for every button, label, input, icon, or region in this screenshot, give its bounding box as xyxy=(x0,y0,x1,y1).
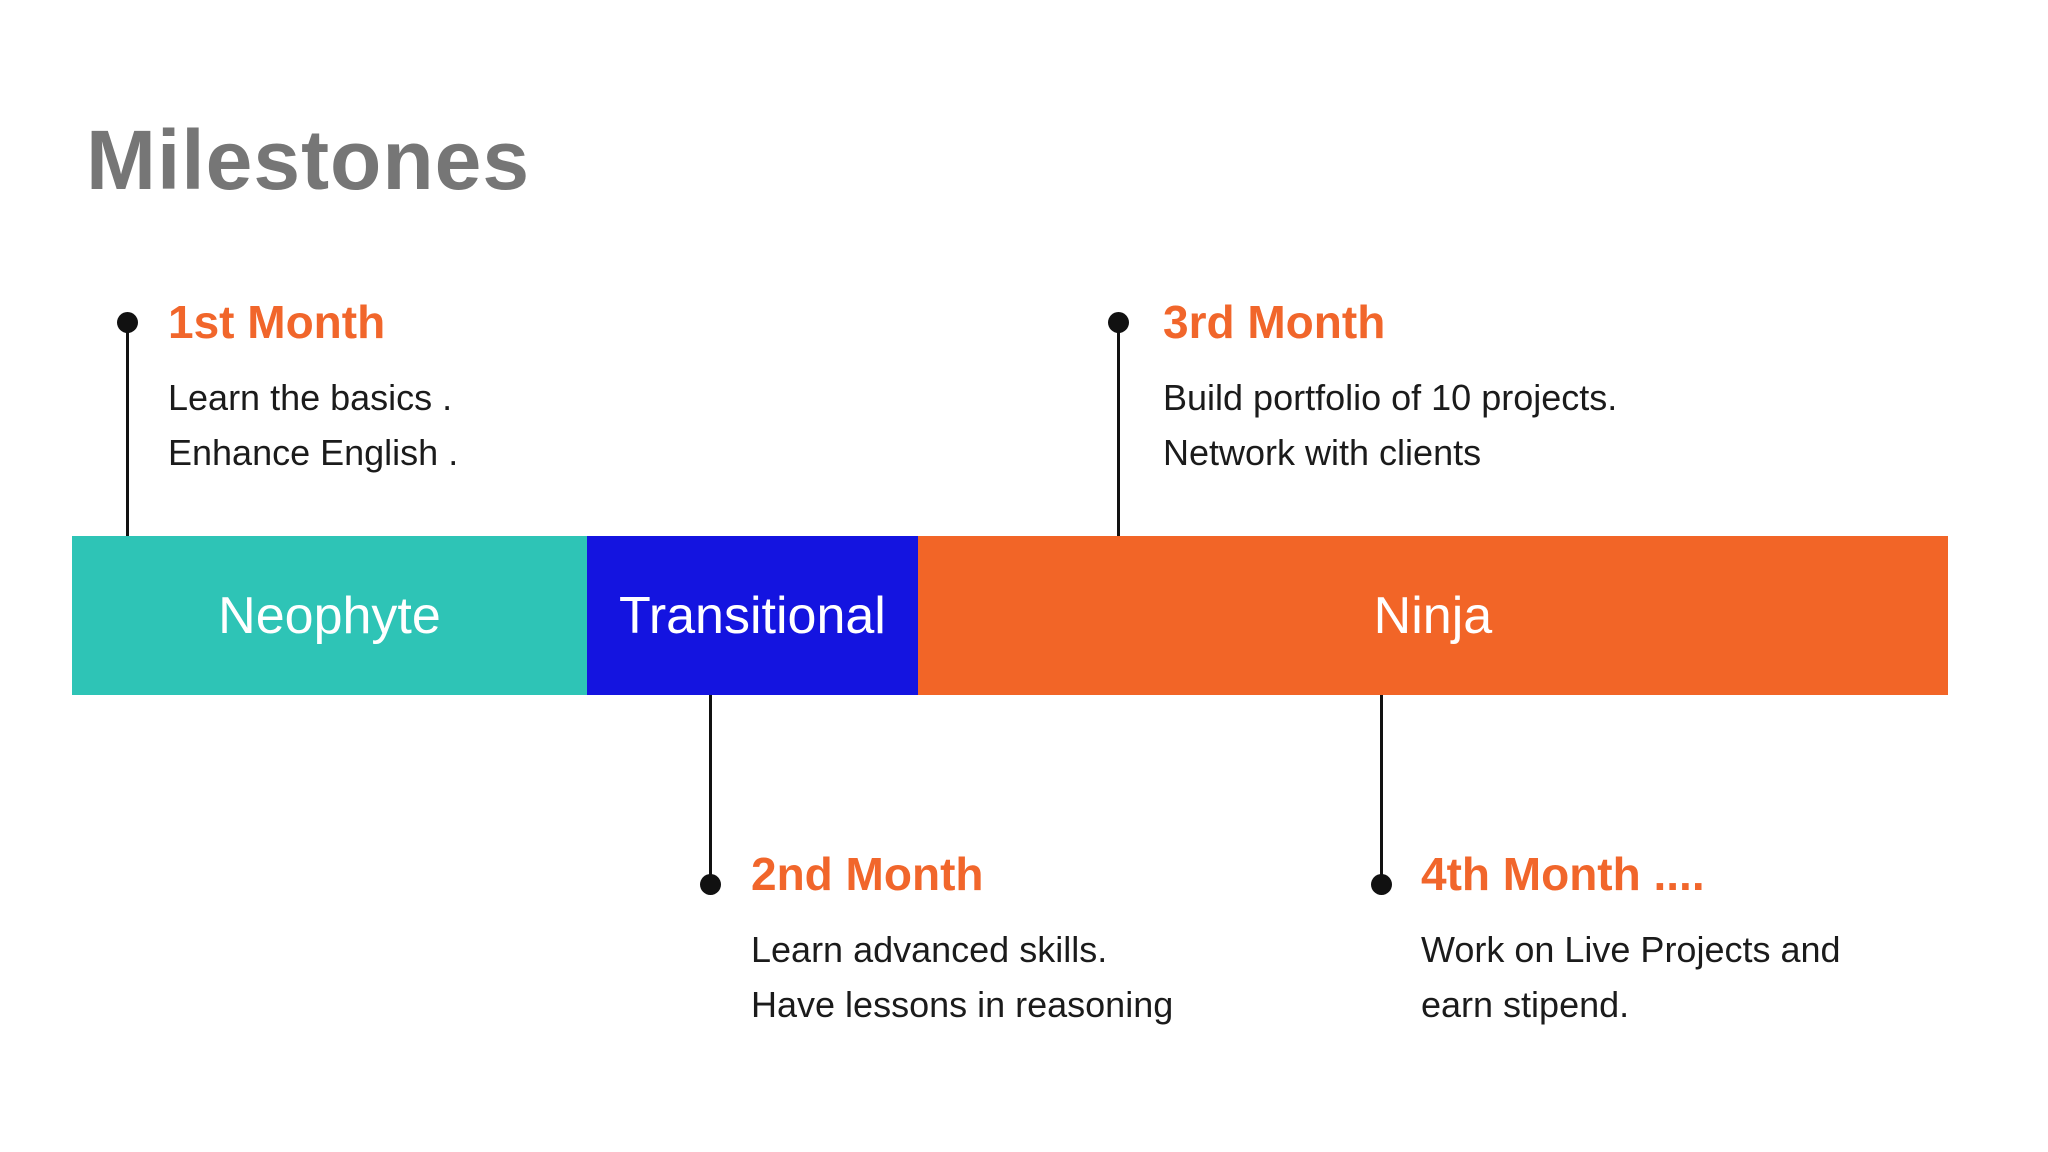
segment-label-transitional: Transitional xyxy=(618,586,886,645)
segment-neophyte: Neophyte xyxy=(72,536,587,695)
milestone-heading: 2nd Month xyxy=(751,848,984,900)
milestone-text-line: Build portfolio of 10 projects. xyxy=(1163,377,1618,418)
connector-line-2nd-month xyxy=(709,695,712,884)
milestone-1st-month: 1st Month Learn the basics . Enhance Eng… xyxy=(168,294,458,480)
milestone-text-line: Learn advanced skills. xyxy=(751,929,1108,970)
milestone-3rd-month: 3rd Month Build portfolio of 10 projects… xyxy=(1163,294,1617,480)
segment-transitional: Transitional xyxy=(586,536,918,695)
milestone-4th-month: 4th Month .... Work on Live Projects and… xyxy=(1421,846,1841,1032)
milestone-heading: 4th Month .... xyxy=(1421,848,1705,900)
connector-line-1st-month xyxy=(126,322,129,536)
milestone-heading: 1st Month xyxy=(168,296,386,348)
milestone-2nd-month: 2nd Month Learn advanced skills. Have le… xyxy=(751,846,1173,1032)
connector-line-4th-month xyxy=(1380,695,1383,884)
connector-line-3rd-month xyxy=(1117,322,1120,536)
segment-label-ninja: Ninja xyxy=(1373,586,1493,645)
milestone-dot-2nd-month xyxy=(700,874,721,895)
milestone-text-line: Enhance English . xyxy=(168,432,459,473)
page-title: Milestones xyxy=(86,113,531,207)
milestone-dot-1st-month xyxy=(117,312,138,333)
milestone-heading: 3rd Month xyxy=(1163,296,1386,348)
milestone-dot-4th-month xyxy=(1371,874,1392,895)
milestone-text-line: Learn the basics . xyxy=(168,377,453,418)
segment-label-neophyte: Neophyte xyxy=(218,586,441,645)
segment-ninja: Ninja xyxy=(917,536,1948,695)
milestone-text-line: Work on Live Projects and xyxy=(1421,929,1841,970)
milestone-text-line: Network with clients xyxy=(1163,432,1482,473)
milestone-text-line: Have lessons in reasoning xyxy=(751,984,1174,1025)
milestone-text-line: earn stipend. xyxy=(1421,984,1630,1025)
milestone-dot-3rd-month xyxy=(1108,312,1129,333)
timeline-bar: Neophyte Transitional Ninja xyxy=(72,536,1948,695)
